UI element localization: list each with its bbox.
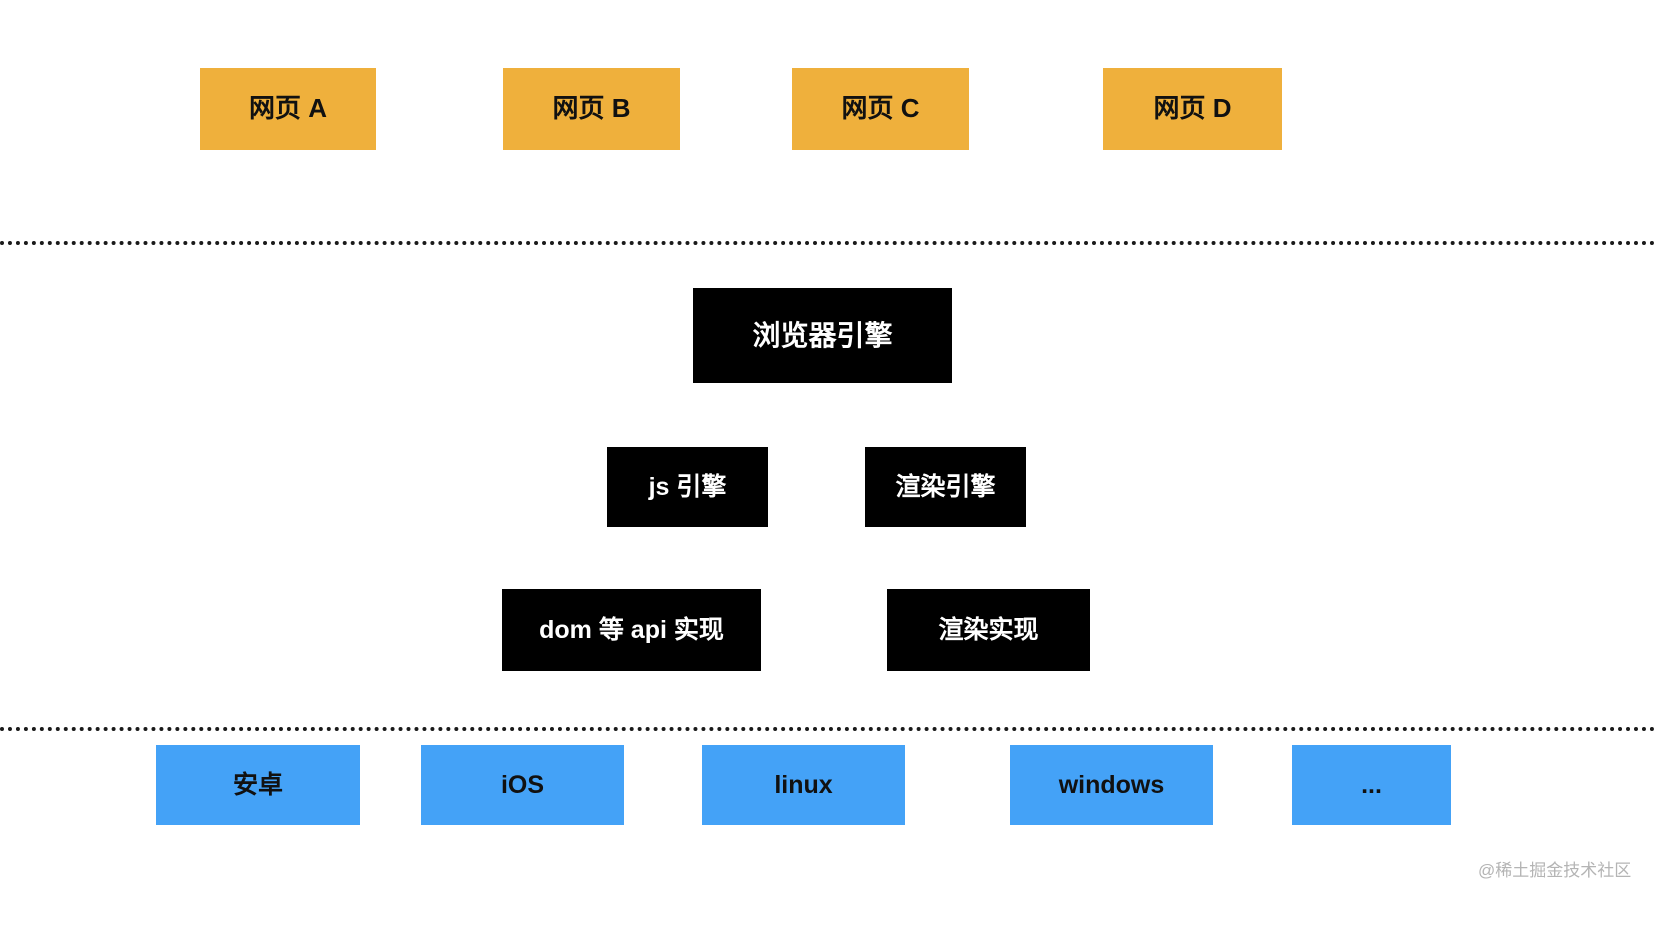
divider-pages-engine: [0, 241, 1656, 245]
divider-engine-os: [0, 727, 1656, 731]
render-implementation-box[interactable]: 渲染实现: [887, 589, 1090, 671]
web-page-box-d[interactable]: 网页 D: [1103, 68, 1282, 150]
web-page-box-b[interactable]: 网页 B: [503, 68, 680, 150]
browser-engine-box[interactable]: 浏览器引擎: [693, 288, 952, 383]
web-page-box-c[interactable]: 网页 C: [792, 68, 969, 150]
js-engine-box[interactable]: js 引擎: [607, 447, 768, 527]
os-box-linux[interactable]: linux: [702, 745, 905, 825]
os-box-windows[interactable]: windows: [1010, 745, 1213, 825]
watermark-label: @稀土掘金技术社区: [1478, 861, 1632, 880]
dom-api-implementation-box[interactable]: dom 等 api 实现: [502, 589, 761, 671]
web-page-box-a[interactable]: 网页 A: [200, 68, 376, 150]
os-box-more[interactable]: ...: [1292, 745, 1451, 825]
os-box-ios[interactable]: iOS: [421, 745, 624, 825]
render-engine-box[interactable]: 渲染引擎: [865, 447, 1026, 527]
os-box-android[interactable]: 安卓: [156, 745, 360, 825]
